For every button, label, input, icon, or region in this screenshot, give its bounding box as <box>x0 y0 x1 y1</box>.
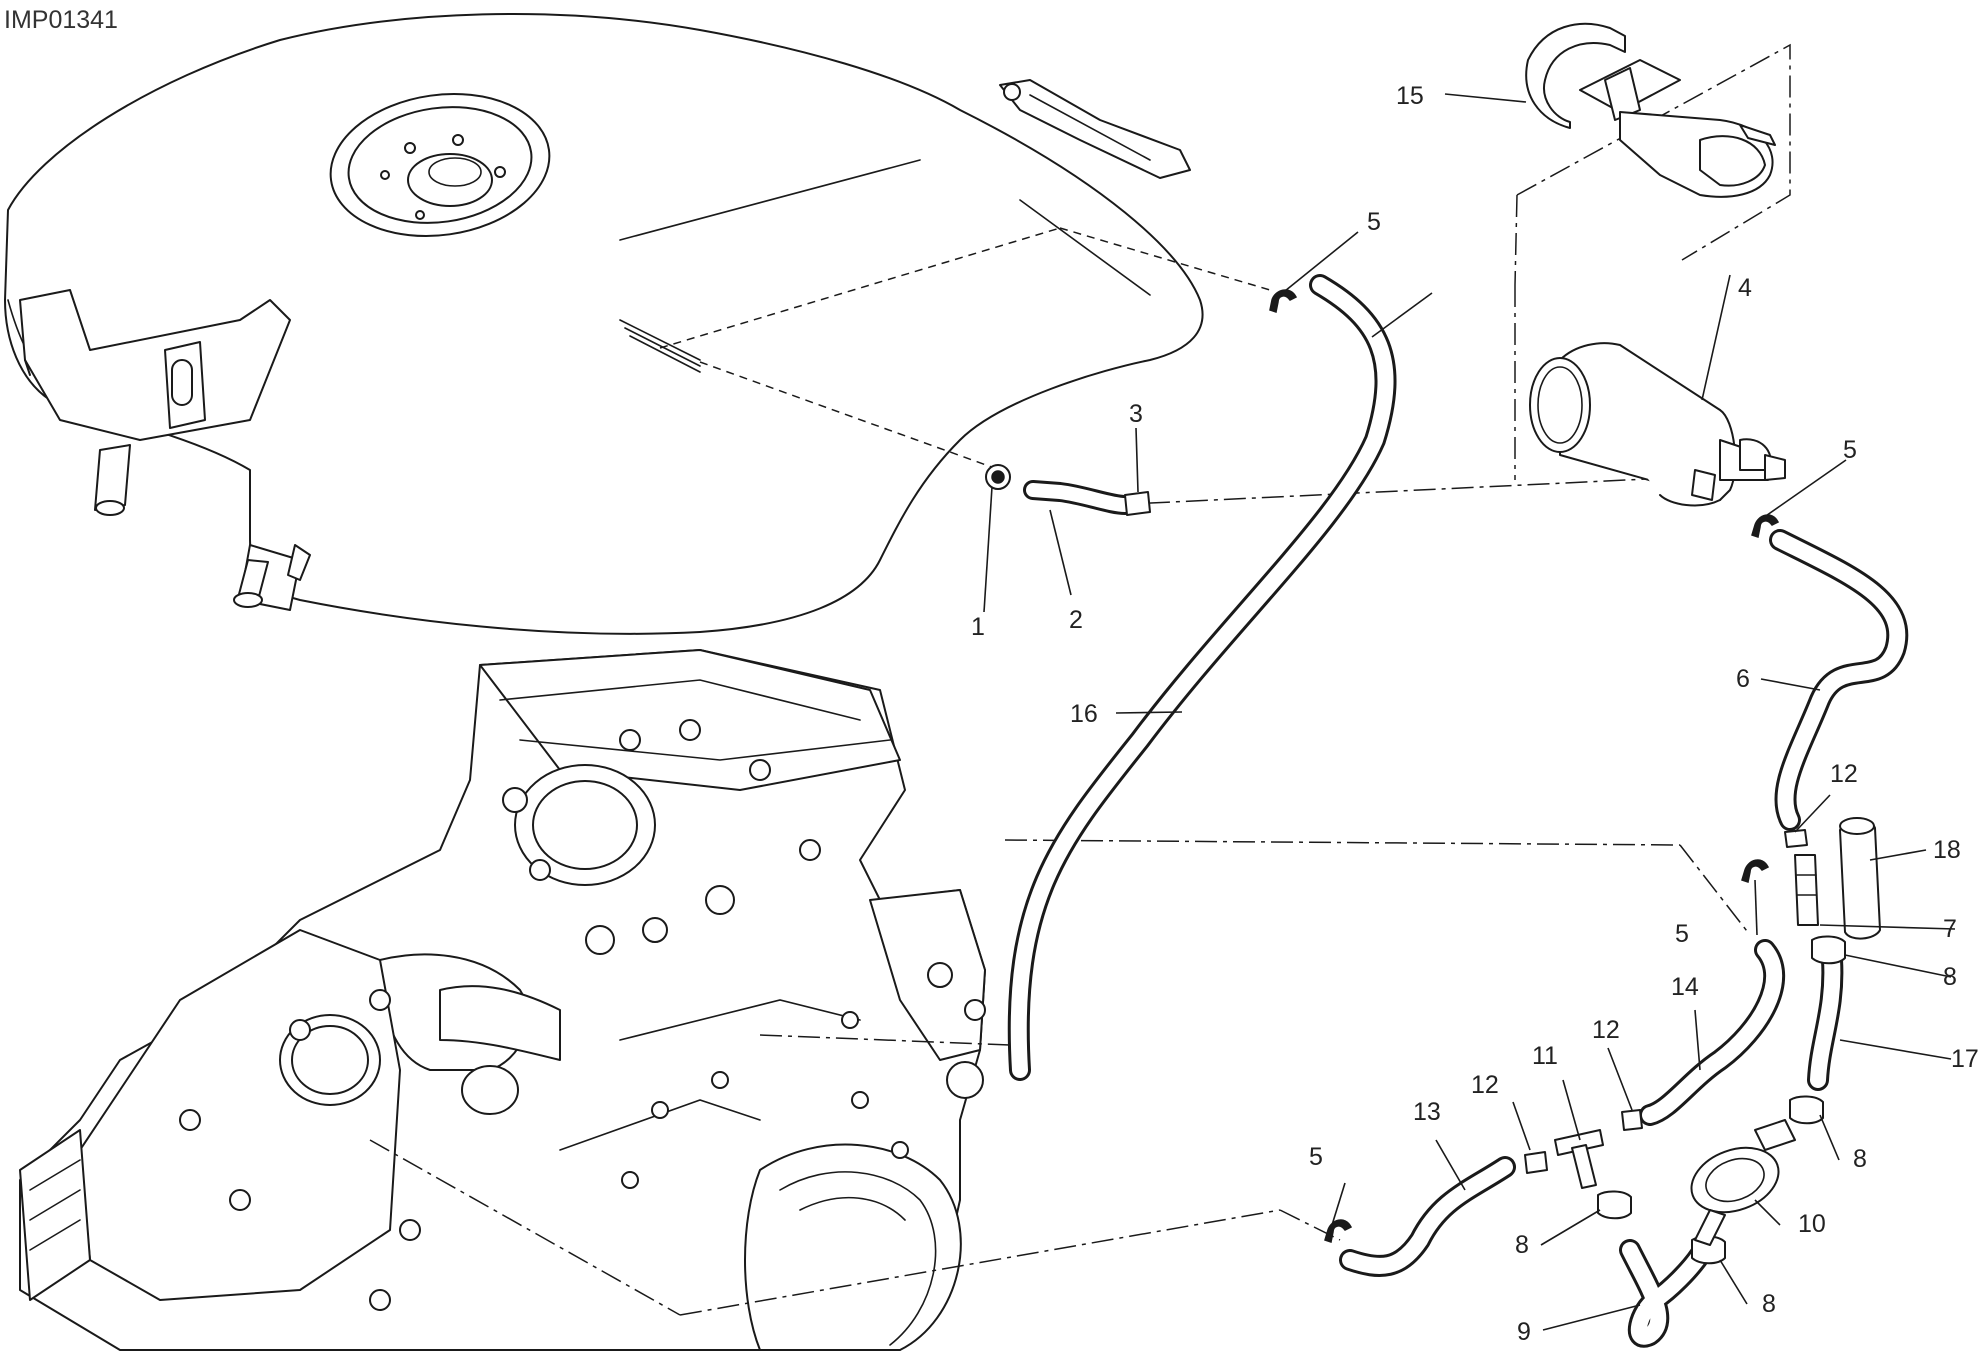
callout-5-top: 5 <box>1367 208 1381 236</box>
callout-11: 11 <box>1532 1042 1558 1070</box>
callout-13: 13 <box>1413 1098 1441 1126</box>
callout-12-upper: 12 <box>1830 760 1858 788</box>
callout-5-mid: 5 <box>1675 920 1689 948</box>
callout-5-bottom: 5 <box>1309 1143 1323 1171</box>
callout-8-lower: 8 <box>1762 1290 1776 1318</box>
evap-canister <box>1529 342 1786 507</box>
callout-6: 6 <box>1736 665 1750 693</box>
callout-10: 10 <box>1798 1210 1826 1238</box>
callout-15: 15 <box>1396 82 1424 110</box>
callout-8-right: 8 <box>1853 1145 1867 1173</box>
leader-lines <box>983 93 1956 1331</box>
fuel-tank <box>4 12 1204 635</box>
callout-3: 3 <box>1129 400 1143 428</box>
callout-12-left: 12 <box>1471 1071 1499 1099</box>
callout-1: 1 <box>971 613 985 641</box>
callout-18: 18 <box>1933 836 1961 864</box>
fittings <box>985 289 1881 1265</box>
callout-4: 4 <box>1738 274 1752 302</box>
callout-5-canister: 5 <box>1843 436 1857 464</box>
callout-16: 16 <box>1070 700 1098 728</box>
canister-bracket <box>1525 22 1776 198</box>
callout-2: 2 <box>1069 606 1083 634</box>
drawing-code: IMP01341 <box>4 6 118 34</box>
callout-7: 7 <box>1943 915 1957 943</box>
callout-8-upper: 8 <box>1943 963 1957 991</box>
callout-9: 9 <box>1517 1318 1531 1346</box>
hoses <box>1007 274 1909 1348</box>
engine <box>19 649 986 1351</box>
callout-labels: 1 2 3 4 5 5 5 5 6 7 8 8 8 8 9 10 11 12 1… <box>971 82 1979 1346</box>
callout-14: 14 <box>1671 973 1699 1001</box>
callout-12-middle: 12 <box>1592 1016 1620 1044</box>
callout-17: 17 <box>1951 1045 1979 1073</box>
callout-8-left: 8 <box>1515 1231 1529 1259</box>
